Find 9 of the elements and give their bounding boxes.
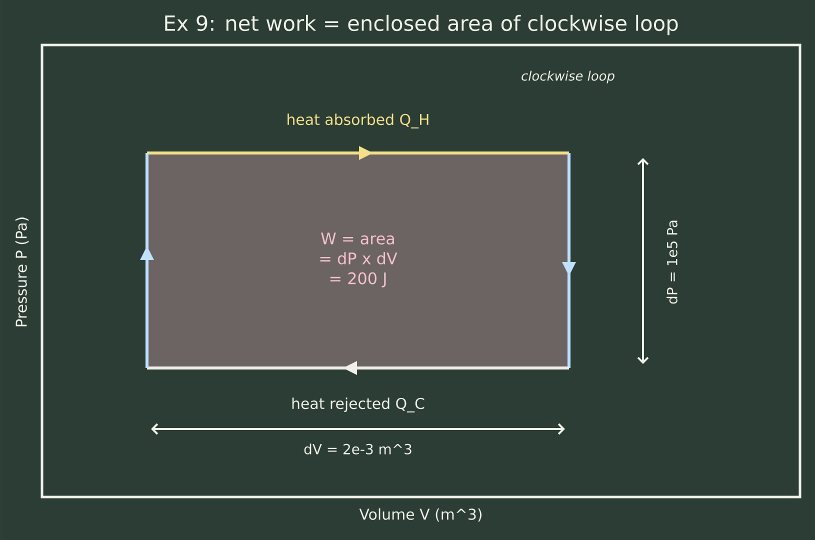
heat-label: heat absorbed Q_H <box>288 114 428 128</box>
heat-label: heat rejected Q_C <box>292 398 424 412</box>
axis-label: Volume V (m^3) <box>359 508 482 522</box>
title: Ex 9: net work = enclosed area of clockwise loop <box>165 14 678 36</box>
loop-direction-label: clockwise loop <box>522 70 614 84</box>
dimension-label: dP = 1e5 Pa <box>666 220 678 304</box>
dimension-label: dV = 2e-3 m^3 <box>304 444 412 454</box>
area-rectangle: W = area = dP x dV = 200 J <box>147 152 569 368</box>
axis-label: Pressure P (Pa) <box>15 218 29 326</box>
